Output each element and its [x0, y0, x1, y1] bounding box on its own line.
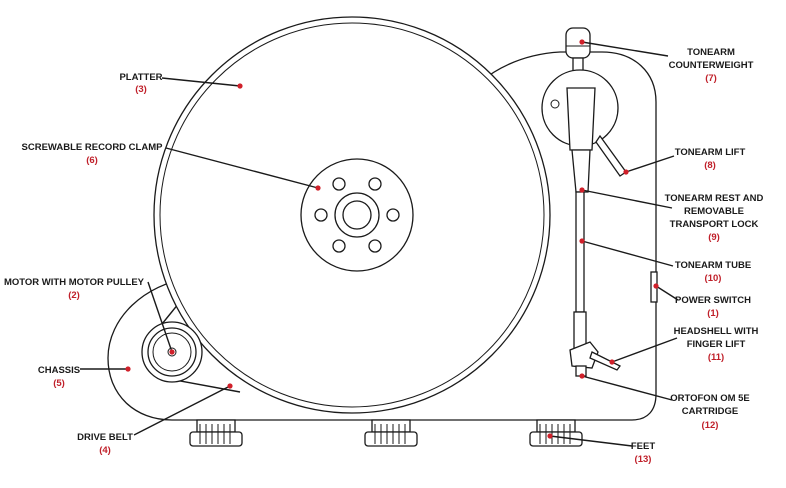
svg-text:CARTRIDGE: CARTRIDGE — [682, 406, 738, 417]
svg-text:(2): (2) — [68, 290, 80, 301]
label-drive-belt: DRIVE BELT (4) — [77, 432, 133, 456]
tonearm-assembly — [541, 27, 658, 377]
svg-text:TONEARM REST AND: TONEARM REST AND — [665, 193, 764, 204]
svg-text:POWER SWITCH: POWER SWITCH — [675, 295, 751, 306]
svg-text:TONEARM LIFT: TONEARM LIFT — [675, 147, 746, 158]
svg-text:FINGER LIFT: FINGER LIFT — [687, 339, 746, 350]
foot-left — [189, 419, 243, 447]
drive-belt-line-lower — [174, 379, 241, 393]
label-tonearm-lift: TONEARM LIFT (8) — [675, 147, 746, 171]
label-cartridge: ORTOFON OM 5E CARTRIDGE (12) — [670, 393, 750, 431]
svg-text:(12): (12) — [702, 420, 719, 431]
svg-text:(8): (8) — [704, 160, 716, 171]
label-counterweight: TONEARM COUNTERWEIGHT (7) — [669, 47, 754, 84]
record-clamp-part — [300, 158, 414, 272]
svg-text:SCREWABLE RECORD CLAMP: SCREWABLE RECORD CLAMP — [22, 142, 164, 153]
label-platter: PLATTER (3) — [119, 72, 162, 95]
svg-text:DRIVE BELT: DRIVE BELT — [77, 432, 133, 443]
svg-text:FEET: FEET — [631, 441, 655, 452]
svg-text:TONEARM: TONEARM — [687, 47, 735, 58]
svg-text:REMOVABLE: REMOVABLE — [684, 206, 744, 217]
svg-text:(7): (7) — [705, 73, 717, 84]
svg-text:(9): (9) — [708, 232, 720, 243]
platter-rim — [159, 22, 545, 408]
label-record-clamp: SCREWABLE RECORD CLAMP (6) — [22, 142, 164, 166]
leader-lines — [80, 41, 679, 447]
label-tonearm-rest: TONEARM REST AND REMOVABLE TRANSPORT LOC… — [665, 193, 764, 243]
foot-middle — [364, 419, 418, 447]
svg-text:COUNTERWEIGHT: COUNTERWEIGHT — [669, 60, 754, 71]
svg-text:MOTOR WITH MOTOR PULLEY: MOTOR WITH MOTOR PULLEY — [4, 277, 145, 288]
svg-text:(4): (4) — [99, 445, 111, 456]
svg-text:(5): (5) — [53, 378, 65, 389]
svg-text:ORTOFON OM 5E: ORTOFON OM 5E — [670, 393, 750, 404]
svg-text:PLATTER: PLATTER — [119, 72, 162, 83]
label-feet: FEET (13) — [631, 441, 655, 465]
svg-text:(13): (13) — [635, 454, 652, 465]
svg-text:CHASSIS: CHASSIS — [38, 365, 80, 376]
label-tonearm-tube: TONEARM TUBE (10) — [675, 260, 751, 284]
svg-text:(11): (11) — [708, 352, 724, 363]
svg-text:TRANSPORT LOCK: TRANSPORT LOCK — [670, 219, 759, 230]
svg-text:(3): (3) — [135, 84, 147, 95]
label-chassis: CHASSIS (5) — [38, 365, 80, 389]
label-motor: MOTOR WITH MOTOR PULLEY (2) — [4, 277, 145, 301]
svg-text:(6): (6) — [86, 155, 98, 166]
svg-text:TONEARM TUBE: TONEARM TUBE — [675, 260, 751, 271]
svg-text:(1): (1) — [707, 308, 719, 319]
label-power-switch: POWER SWITCH (1) — [675, 295, 751, 319]
svg-text:HEADSHELL WITH: HEADSHELL WITH — [674, 326, 759, 337]
marker-dots — [125, 39, 659, 439]
svg-text:(10): (10) — [705, 273, 722, 284]
foot-right — [529, 419, 583, 447]
label-headshell: HEADSHELL WITH FINGER LIFT (11) — [674, 326, 759, 363]
